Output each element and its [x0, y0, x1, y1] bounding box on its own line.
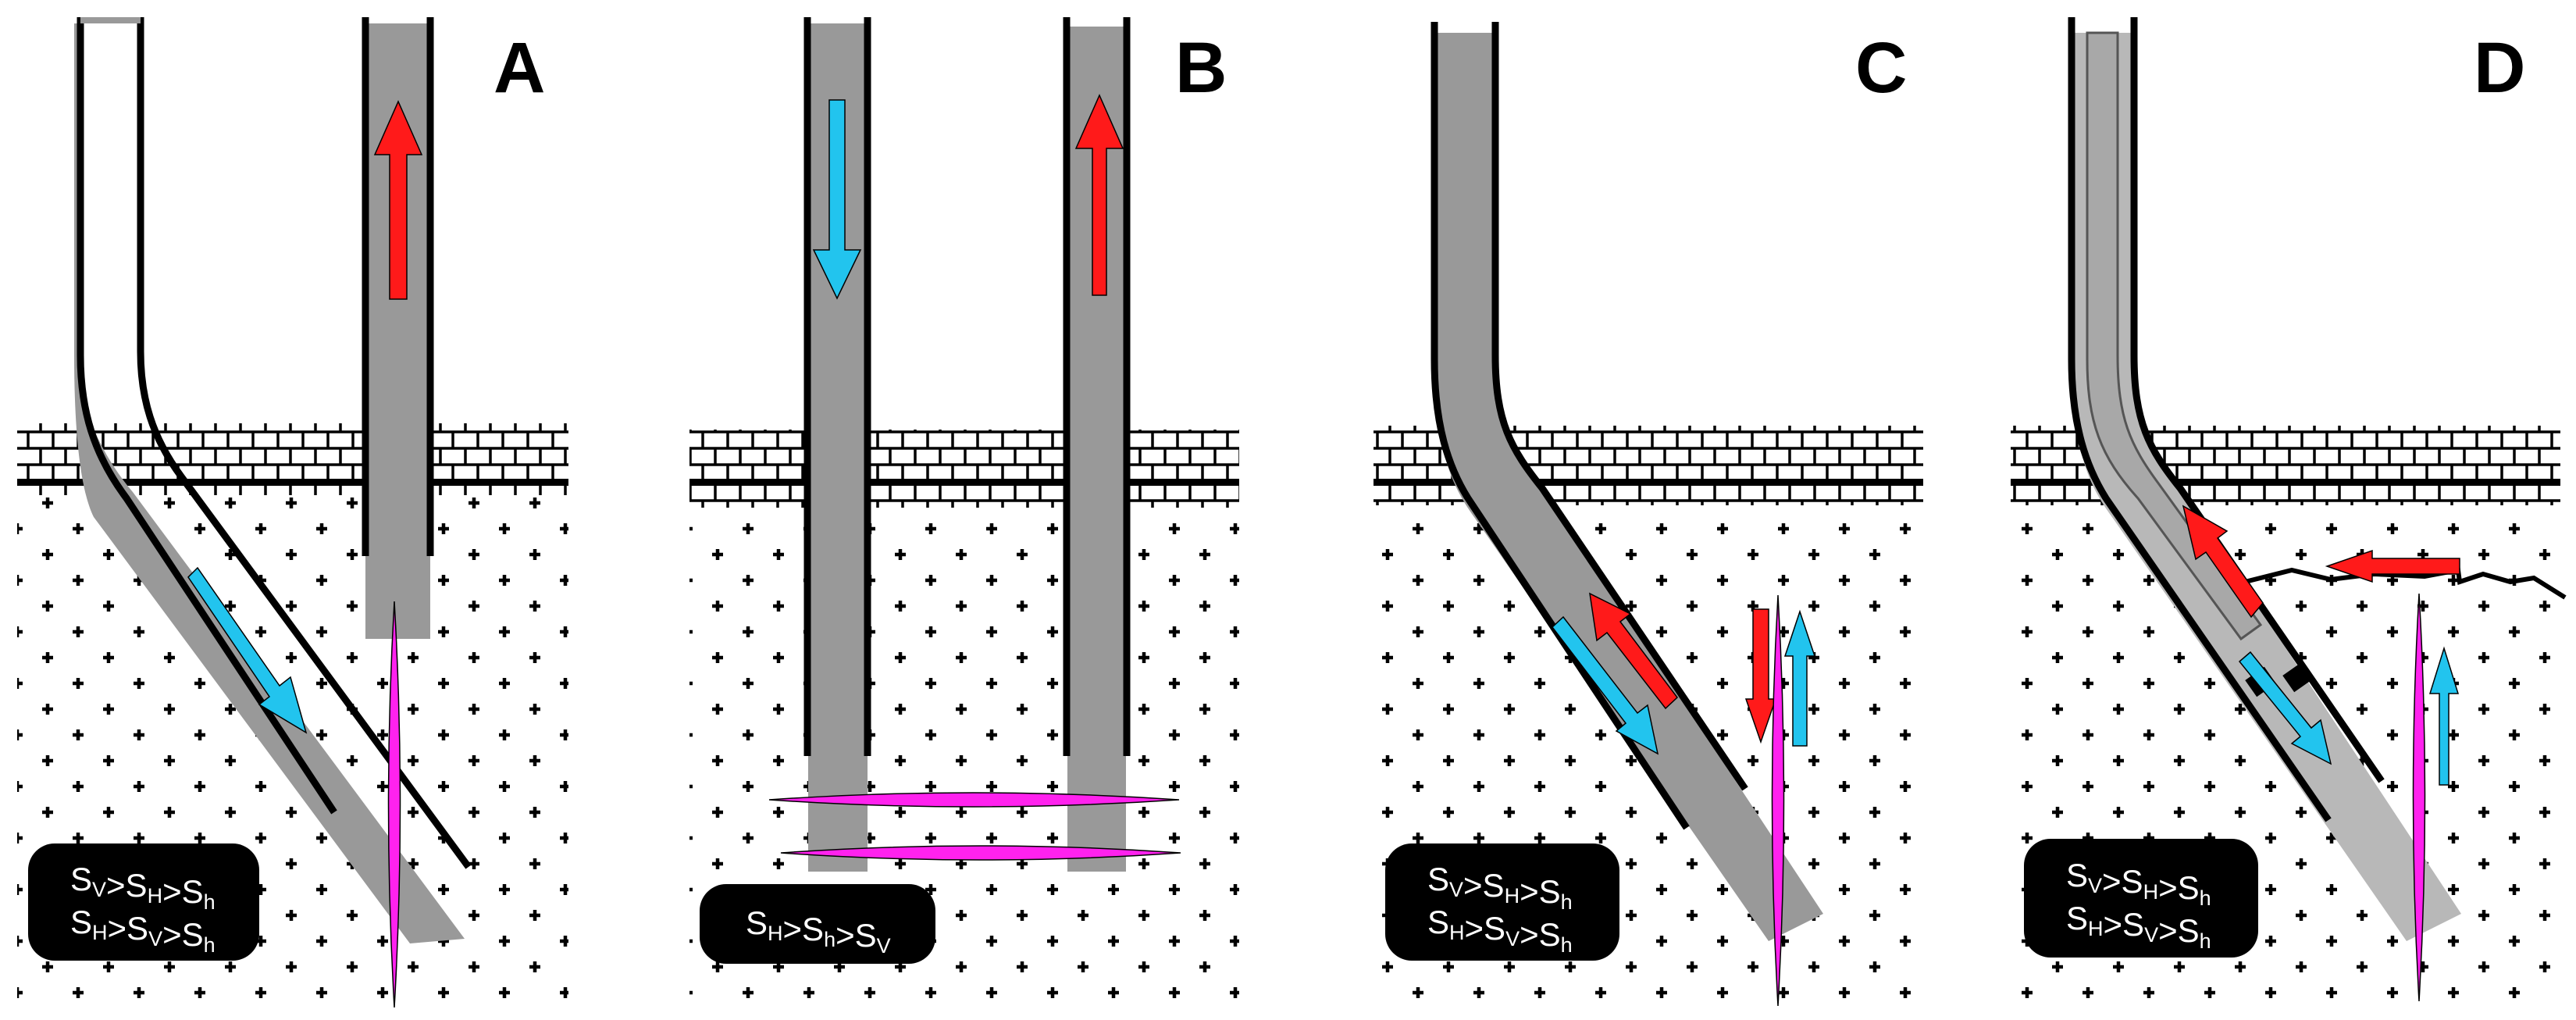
panel-b: SH>Sh>SV B	[689, 17, 1239, 1009]
production-arrow	[2238, 651, 2332, 765]
stress-line-1: SH>Sh>SV	[746, 904, 891, 958]
deviated-well	[1437, 33, 1823, 941]
injection-arrow	[1744, 608, 1777, 744]
panel-letter: D	[2474, 28, 2525, 108]
stress-regime-label	[700, 884, 935, 964]
panel-letter: C	[1855, 28, 1907, 108]
stress-line-2: SH>SV>Sh	[70, 904, 216, 957]
injection-arrow	[1074, 94, 1124, 296]
production-arrow	[1551, 615, 1659, 755]
stress-regime-label	[28, 843, 259, 961]
stress-line-2: SH>SV>Sh	[1427, 904, 1573, 957]
stress-line-1: SV>SH>Sh	[70, 861, 216, 914]
caprock-layer	[689, 430, 1239, 508]
packer	[2282, 662, 2314, 693]
stress-regime-label	[2024, 839, 2258, 958]
injection-arrow	[2325, 549, 2460, 583]
hydraulic-fracture	[768, 792, 1180, 808]
injection-arrow	[373, 100, 423, 300]
panel-letter: B	[1175, 28, 1227, 108]
injection-arrow	[2182, 505, 2264, 619]
stress-line-1: SV>SH>Sh	[1427, 861, 1573, 914]
stress-line-1: SV>SH>Sh	[2066, 857, 2211, 910]
stress-regime-label	[1385, 843, 1619, 961]
production-arrow	[812, 99, 862, 300]
panel-letter: A	[493, 28, 545, 108]
stress-line-2: SH>SV>Sh	[2066, 900, 2211, 953]
production-arrow	[1783, 609, 1816, 747]
hydraulic-fracture	[1771, 594, 1785, 1007]
hydraulic-fracture	[387, 601, 401, 1008]
production-arrow	[187, 566, 308, 734]
panel-a: SV>SH>Sh SH>SV>Sh A	[17, 17, 568, 1008]
panel-d: SV>SH>Sh SH>SV>Sh D	[2011, 17, 2567, 1009]
production-arrow	[2428, 646, 2460, 786]
panel-c: SV>SH>Sh SH>SV>Sh C	[1374, 22, 1923, 1009]
inner-tubing	[2086, 31, 2263, 641]
hydraulic-fracture	[2412, 593, 2426, 1002]
injection-arrow	[1589, 592, 1679, 710]
hydraulic-fracture	[780, 845, 1181, 861]
